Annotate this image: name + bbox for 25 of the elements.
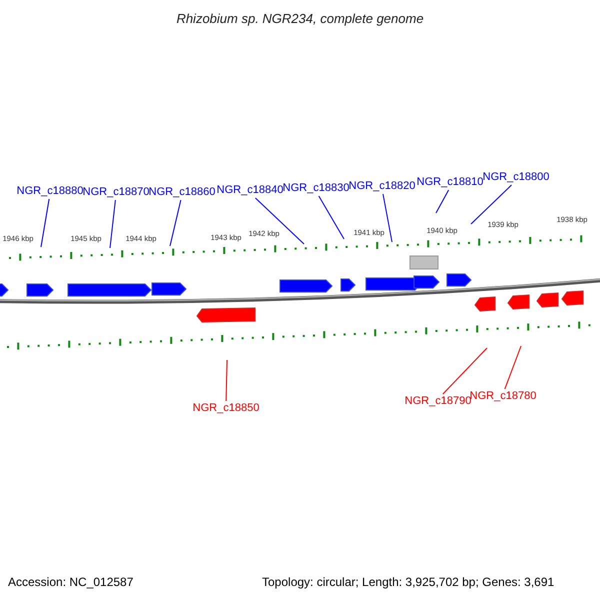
- gene-label: NGR_c18840: [216, 184, 284, 197]
- leader-line: [170, 200, 182, 246]
- gene-label: NGR_c18790: [404, 395, 472, 408]
- gene-label: NGR_c18830: [282, 182, 350, 195]
- leader-line: [226, 360, 228, 402]
- leader-line: [40, 198, 50, 248]
- leader-line: [318, 196, 344, 240]
- gene-label: NGR_c18860: [148, 186, 216, 199]
- footer-text: Topology: circular; Length: 3,925,702 bp; Genes: 3,691: [262, 575, 554, 589]
- leader-line: [254, 198, 304, 244]
- leader-line: [442, 348, 488, 394]
- gene-label: NGR_c18820: [348, 180, 416, 193]
- leader-line: [470, 184, 512, 224]
- gene-label: NGR_c18880: [16, 185, 84, 198]
- leader-line: [382, 194, 392, 242]
- leader-line: [110, 200, 116, 248]
- gene-label: NGR_c18780: [470, 390, 536, 403]
- gene-label: NGR_c18810: [416, 176, 484, 189]
- leader-line: [504, 346, 522, 390]
- leader-line: [436, 190, 450, 214]
- title: Rhizobium sp. NGR234, complete genome: [175, 11, 425, 26]
- gene-label: NGR_c18800: [482, 171, 550, 184]
- footer-text: Accession: NC_012587: [8, 575, 134, 589]
- gene-label: NGR_c18870: [82, 186, 150, 199]
- gene-label: NGR_c18850: [192, 402, 260, 415]
